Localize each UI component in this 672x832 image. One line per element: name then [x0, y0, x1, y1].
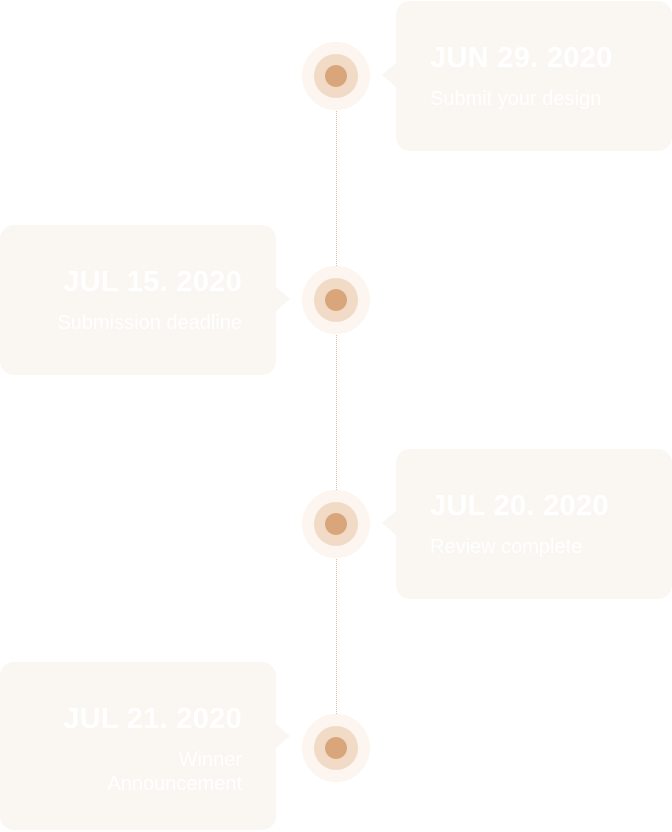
event-date: JUL 15. 2020 [63, 266, 242, 298]
event-description: Review complete [430, 536, 583, 558]
timeline-marker-icon [302, 490, 370, 558]
event-date: JUL 20. 2020 [430, 490, 609, 522]
timeline-marker-icon [302, 42, 370, 110]
timeline-card-2: JUL 15. 2020 Submission deadline [0, 225, 290, 375]
event-description: Submit your design [430, 88, 602, 110]
timeline-card-3: JUL 20. 2020 Review complete [382, 449, 672, 599]
timeline-marker-icon [302, 266, 370, 334]
event-date: JUL 21. 2020 [63, 703, 242, 735]
timeline-marker-icon [302, 714, 370, 782]
timeline-card-4: JUL 21. 2020 Winner Announcement [0, 662, 290, 830]
event-description: Winner Announcement [107, 749, 242, 795]
timeline-line [336, 96, 337, 736]
event-description: Submission deadline [57, 312, 242, 334]
timeline-card-1: JUN 29. 2020 Submit your design [382, 1, 672, 151]
event-date: JUN 29. 2020 [430, 42, 613, 74]
